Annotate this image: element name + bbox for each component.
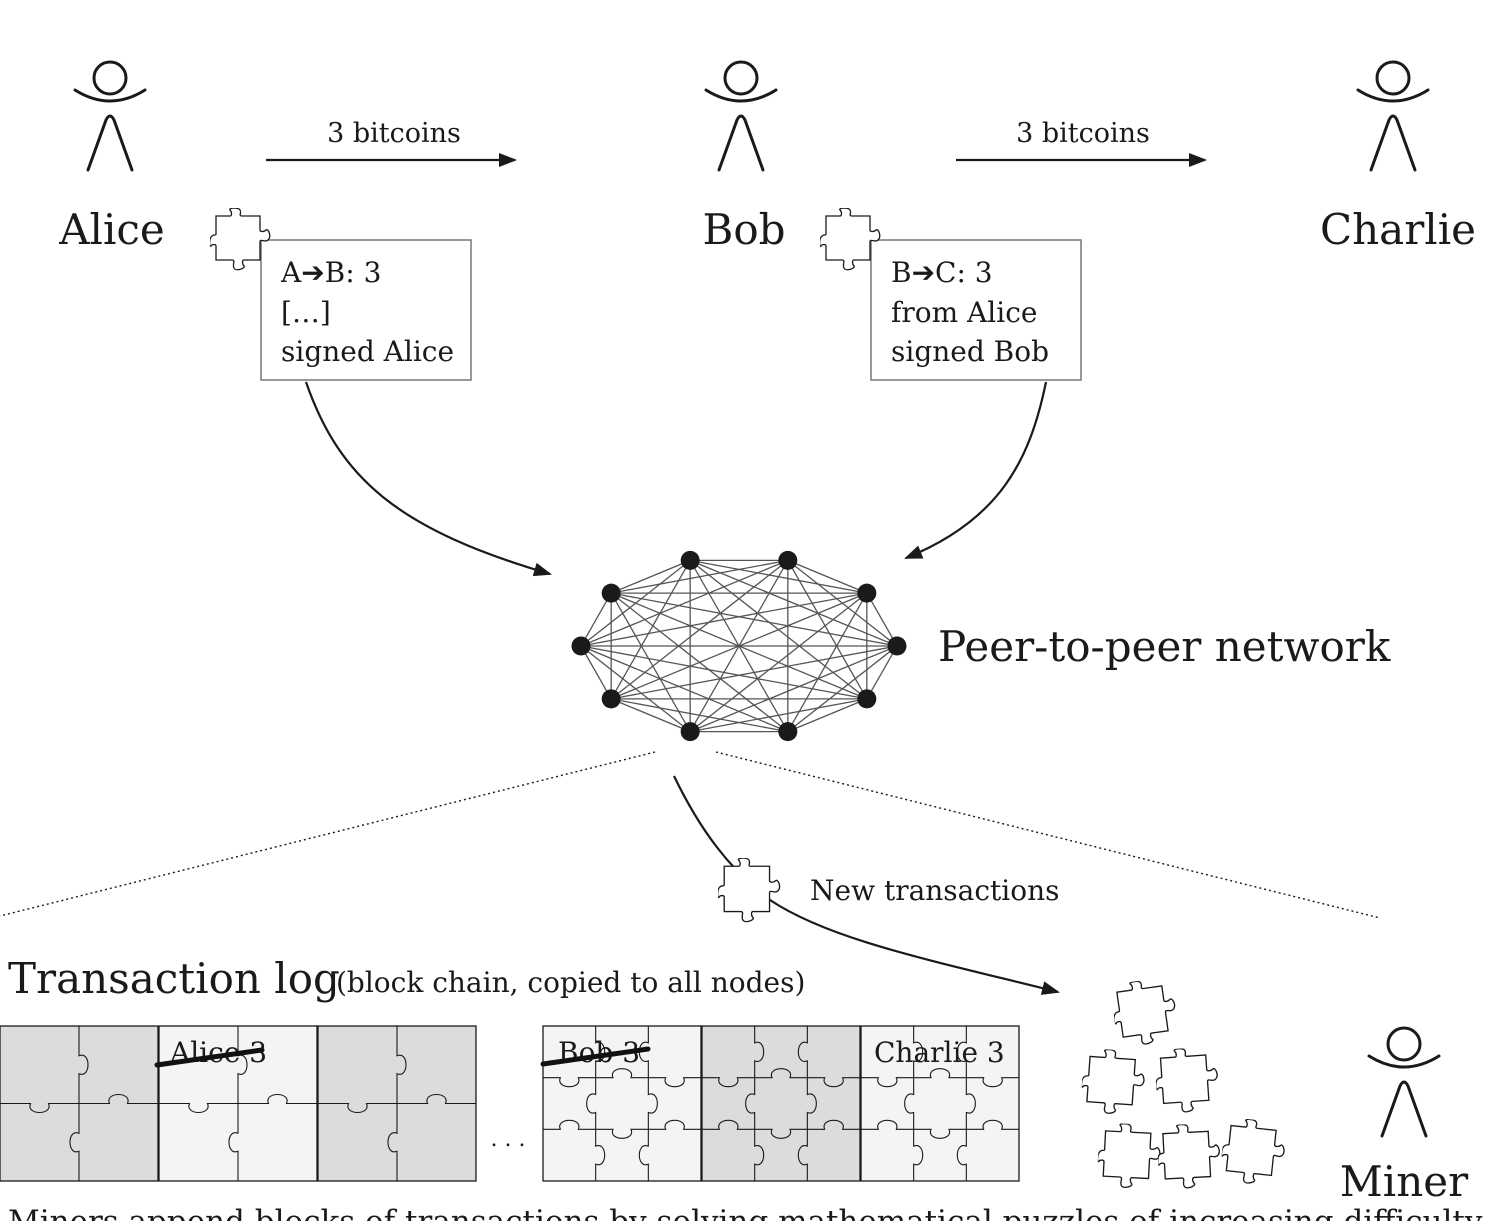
network-edge: [866, 645, 898, 700]
network-edge: [610, 592, 691, 732]
network-edge: [610, 560, 691, 700]
bob-figure: [704, 60, 778, 172]
network-label: Peer-to-peer network: [938, 622, 1391, 671]
puzzle-seam: [861, 1119, 1019, 1139]
card-ab-to-network-arrow: [304, 381, 552, 577]
network-edge: [866, 592, 898, 647]
network-edge: [580, 559, 789, 647]
chain-ellipsis: . . .: [491, 1127, 526, 1152]
alice-label: Alice: [58, 205, 165, 254]
network-edge: [787, 698, 868, 733]
network-edge: [611, 559, 788, 594]
network-edge: [689, 592, 868, 733]
card-ab-line1: A➔B: 3: [280, 256, 381, 289]
charlie-label: Charlie: [1320, 205, 1476, 254]
card-bc-to-network-arrow: [904, 381, 1048, 560]
puzzle-seam: [702, 1119, 860, 1139]
miner-figure: [1367, 1026, 1441, 1138]
puzzle-seam: [159, 1093, 317, 1114]
network-node: [601, 583, 621, 603]
network-edge: [689, 559, 898, 647]
network-edge: [690, 559, 867, 594]
puzzle-seam: [956, 1026, 976, 1181]
network-edge: [580, 592, 867, 647]
miner-puzzle-pieces: [1079, 975, 1288, 1190]
puzzle-piece-icon: [1156, 1122, 1222, 1190]
alice-figure: [73, 60, 147, 172]
puzzle-seam: [702, 1068, 860, 1088]
chain-block: [860, 1025, 1020, 1182]
alice-to-bob-amount: 3 bitcoins: [327, 118, 461, 149]
network-edge: [787, 592, 868, 732]
puzzle-piece-icon: [1153, 1045, 1221, 1115]
card-ab-line2: […]: [281, 296, 331, 329]
puzzle-seam: [543, 1068, 701, 1088]
network-edge: [580, 645, 789, 733]
network-edge: [580, 645, 612, 700]
network-to-miner-arrow: [673, 775, 1060, 995]
network-node: [857, 583, 877, 603]
network-node: [778, 550, 798, 570]
zoom-line-right: [715, 751, 1381, 919]
card-ab-line3: signed Alice: [281, 335, 454, 368]
puzzle-piece-icon: [1109, 975, 1181, 1049]
network-edge: [787, 559, 868, 594]
puzzle-seam: [745, 1026, 765, 1181]
new-transaction-puzzle-icon: [718, 858, 781, 923]
transaction-card-bc: B➔C: 3 from Alice signed Bob: [820, 208, 1082, 381]
chain-block: [701, 1025, 861, 1182]
network-node: [601, 689, 621, 709]
network-node: [571, 636, 591, 656]
strike-alice: [154, 1047, 265, 1068]
network-node: [680, 550, 700, 570]
strike-bob: [540, 1046, 651, 1067]
network-node: [887, 636, 907, 656]
card-bc-line1: B➔C: 3: [891, 256, 993, 289]
miner-label: Miner: [1340, 1157, 1469, 1206]
puzzle-seam: [861, 1068, 1019, 1088]
bob-label: Bob: [702, 205, 785, 254]
card-bc-line3: signed Bob: [891, 335, 1049, 368]
network-node: [680, 722, 700, 742]
puzzle-seam: [0, 1093, 158, 1114]
log-subtitle: (block chain, copied to all nodes): [336, 966, 805, 999]
card-bc-line2: from Alice: [891, 296, 1037, 329]
log-entry-charlie: Charlie 3: [874, 1036, 1005, 1069]
network-node: [778, 722, 798, 742]
log-title: Transaction log: [8, 954, 340, 1003]
zoom-line-left: [0, 751, 656, 917]
new-transactions-label: New transactions: [810, 874, 1060, 907]
network-edge: [610, 559, 789, 700]
network-edge: [787, 560, 868, 700]
puzzle-piece-icon: [1096, 1122, 1162, 1190]
puzzle-seam: [904, 1026, 924, 1181]
network-node: [857, 689, 877, 709]
puzzle-seam: [586, 1026, 606, 1181]
network-edge: [610, 698, 691, 733]
network-edge: [610, 559, 691, 594]
caption: Miners append blocks of transactions by …: [8, 1204, 1483, 1221]
puzzle-seam: [318, 1093, 476, 1114]
network-edge: [689, 645, 898, 733]
network-edge: [580, 592, 612, 647]
peer-to-peer-network: [571, 550, 907, 742]
puzzle-piece-icon: [1218, 1116, 1288, 1188]
block-chain: [0, 1025, 1020, 1182]
transaction-card-ab: A➔B: 3 […] signed Alice: [210, 208, 472, 381]
puzzle-seam: [543, 1119, 701, 1139]
puzzle-piece-icon: [1079, 1047, 1147, 1117]
puzzle-seam: [797, 1026, 817, 1181]
bob-to-charlie-amount: 3 bitcoins: [1016, 118, 1150, 149]
network-edge: [580, 559, 691, 647]
network-edge: [610, 592, 868, 700]
charlie-figure: [1356, 60, 1430, 172]
